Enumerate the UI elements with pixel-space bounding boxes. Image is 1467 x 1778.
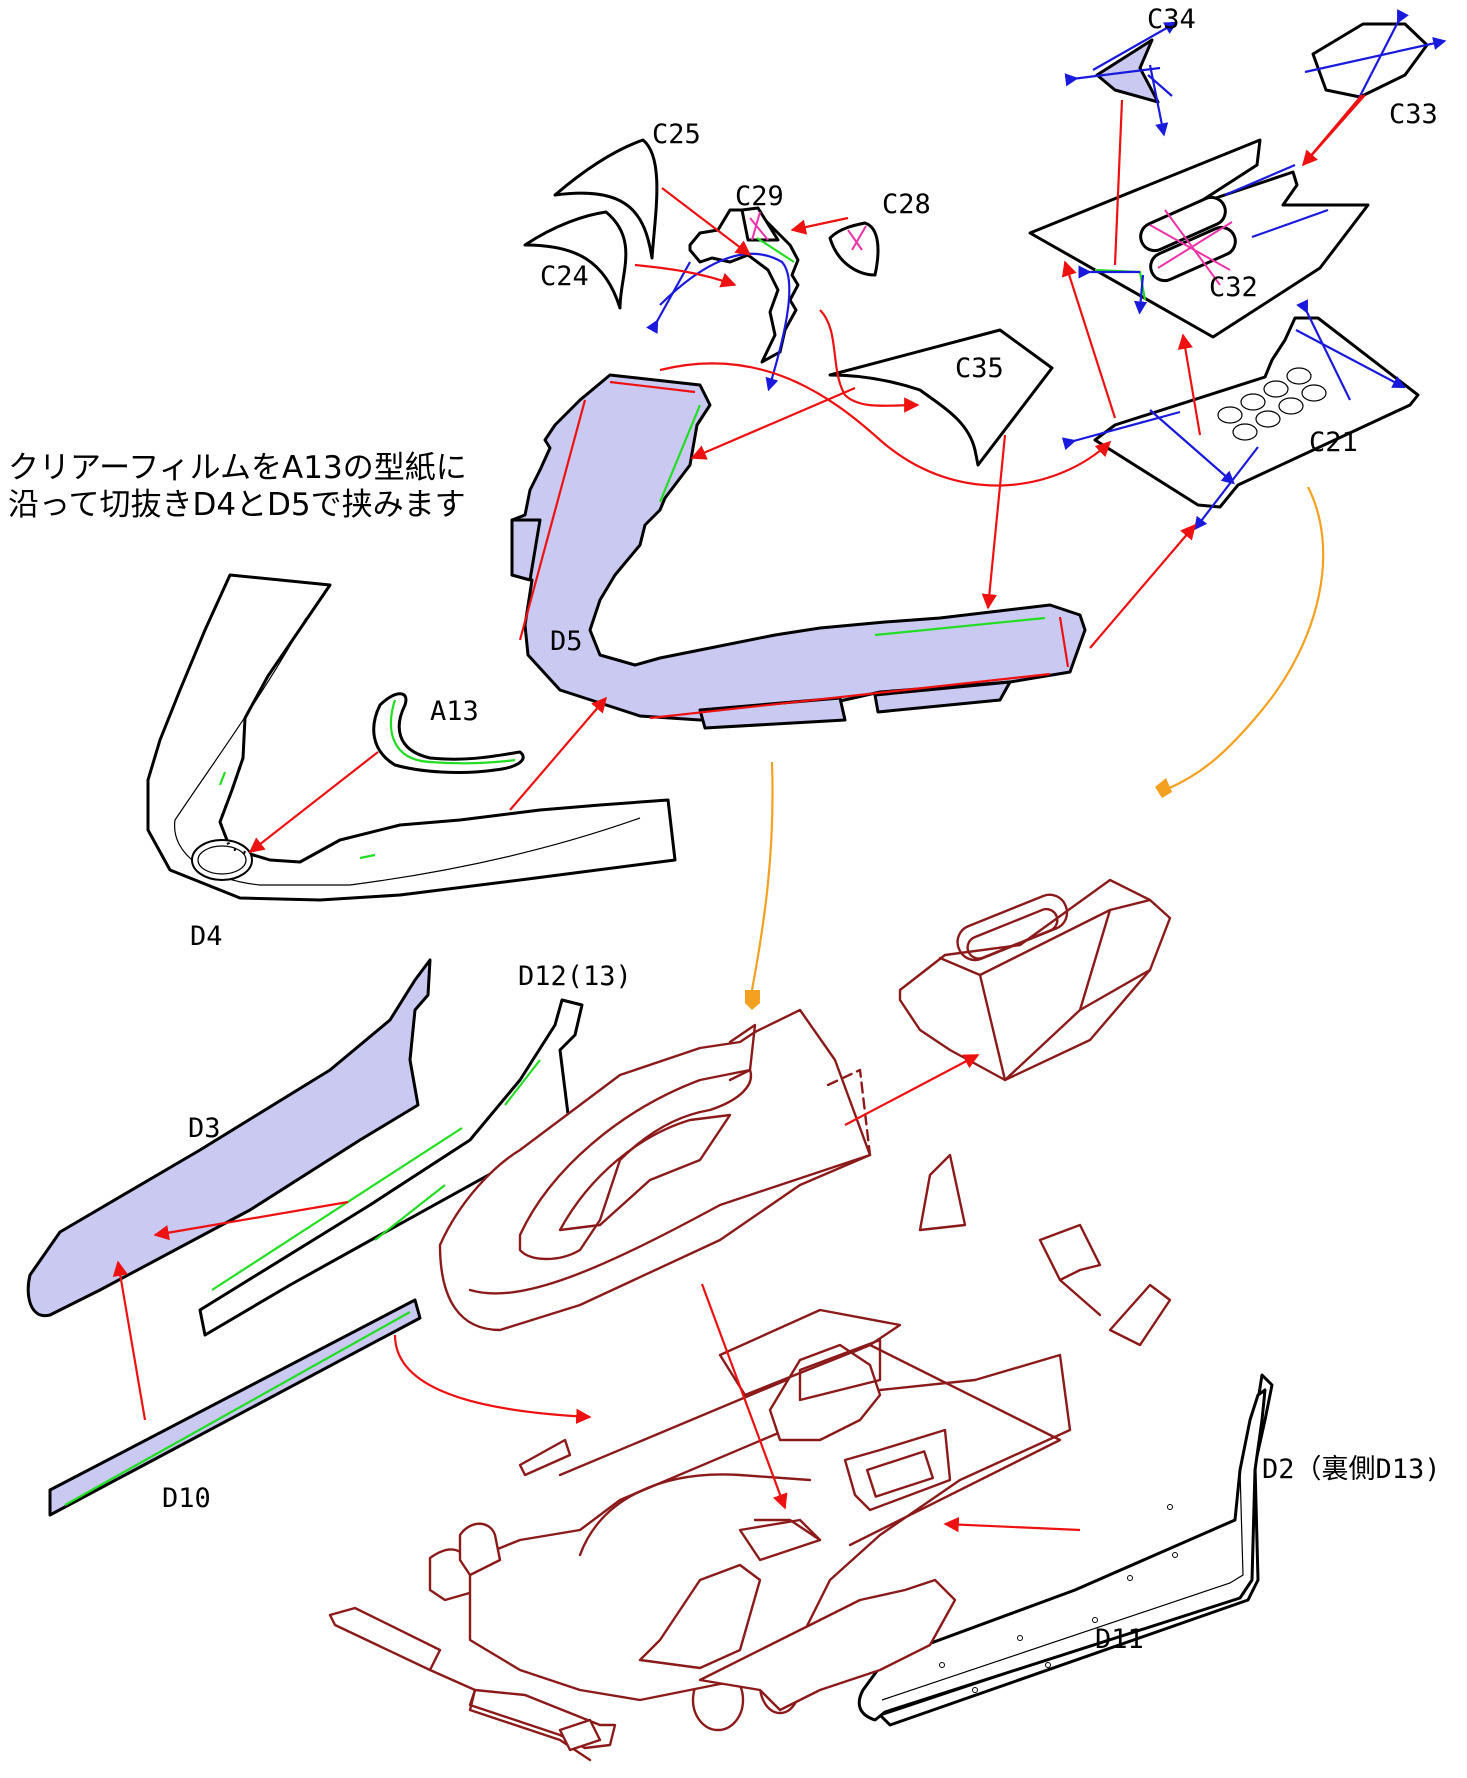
assembly-arrows [112,94,1366,1533]
part-c28: C28 [828,189,931,277]
label-c34: C34 [1147,4,1196,35]
label-c28: C28 [882,189,931,220]
engine-cover-drawing [898,878,1172,1082]
label-d5: D5 [550,626,583,657]
label-c32: C32 [1209,272,1258,303]
label-c25: C25 [652,119,701,150]
part-c34: C34 [1064,4,1196,137]
label-d3: D3 [188,1113,221,1144]
part-c32: C32 [1028,138,1370,339]
part-d4: D4 [146,573,677,952]
instruction-note-line-2: 沿って切抜きD4とD5で挟みます [8,487,466,523]
part-d10: D10 [48,1298,422,1517]
car-chassis-drawing [328,1153,1172,1762]
label-d12: D12(13) [518,961,632,992]
part-c24: C24 [523,210,628,310]
part-c25: C25 [553,119,701,260]
leader-lines [745,486,1325,1010]
body-cowl-drawing [438,1008,872,1332]
part-a13: A13 [372,692,525,774]
label-c29: C29 [735,181,784,212]
part-d2-d11: D2（裏側D13) D11 [857,1373,1441,1727]
part-c21: C21 [1061,299,1420,531]
part-d5: D5 [510,373,1087,730]
label-c21: C21 [1309,427,1358,458]
label-c35: C35 [955,353,1004,384]
part-c33: C33 [1304,9,1447,130]
label-d11: D11 [1095,1624,1144,1655]
label-c33: C33 [1389,99,1438,130]
part-d3: D3 [26,958,432,1318]
label-d10: D10 [162,1483,211,1514]
label-c24: C24 [540,261,589,292]
label-d2: D2（裏側D13) [1262,1454,1441,1485]
part-c29: C29 [646,181,800,392]
label-d4: D4 [190,921,223,952]
part-c35: C35 [828,328,1054,467]
label-a13: A13 [430,696,479,727]
instruction-note-line-1: クリアーフィルムをA13の型紙に [8,450,467,486]
part-d12: D12(13) [198,961,632,1337]
